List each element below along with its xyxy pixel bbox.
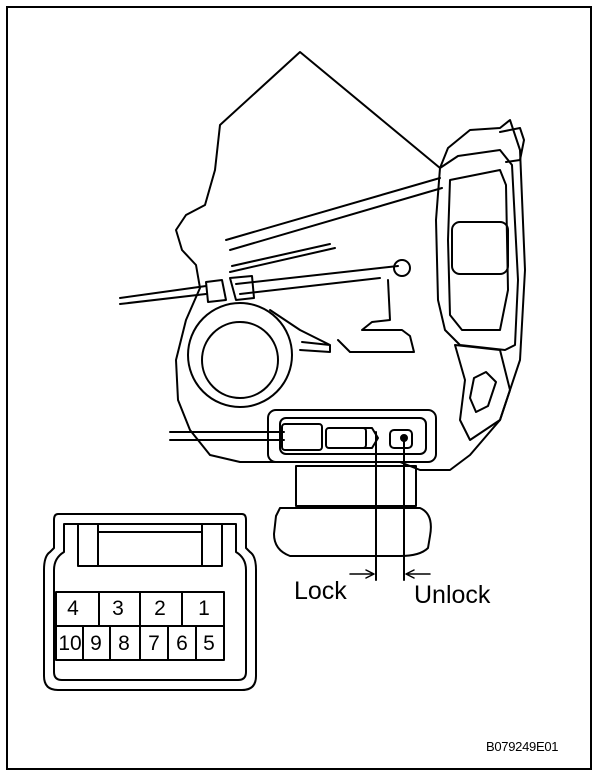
motor-upper [295, 465, 417, 507]
rod-arm [229, 275, 255, 301]
pin-3: 3 [112, 597, 124, 620]
pin-6: 6 [176, 632, 188, 655]
lock-wheel-outer [187, 302, 293, 408]
rod-clip [205, 279, 227, 303]
connector-inner [53, 523, 247, 681]
lock-wheel-inner [201, 321, 279, 399]
pin-9: 9 [90, 632, 102, 655]
switch-housing [267, 409, 437, 463]
latch-bracket [454, 344, 511, 441]
latch-bracket-slot [469, 371, 497, 413]
lock-housing-outline [175, 51, 526, 471]
pin-2: 2 [154, 597, 166, 620]
switch-slider [325, 427, 367, 449]
wheel-arm [269, 309, 331, 353]
lock-label: Lock [294, 577, 347, 605]
switch-cable [169, 431, 285, 441]
slant-rod [229, 243, 336, 273]
pin-4: 4 [67, 597, 79, 620]
latch-slot [451, 221, 509, 275]
lock-arrow [349, 569, 375, 579]
lever [337, 279, 415, 353]
motor-base [273, 507, 432, 557]
latch-plate [435, 149, 519, 351]
latch-plate-inner [447, 169, 509, 331]
pin-5: 5 [203, 632, 215, 655]
upper-rod [119, 285, 207, 305]
switch-contact [357, 427, 379, 449]
latch-tab [499, 127, 525, 163]
figure-code: B079249E01 [486, 739, 559, 754]
rod-end-ball [393, 259, 411, 277]
connector-latch [97, 531, 203, 567]
switch-stop [389, 429, 413, 449]
unlock-label: Unlock [414, 581, 491, 609]
long-rod [235, 265, 399, 295]
pin-10: 10 [58, 632, 82, 655]
unlock-arrow [405, 569, 431, 579]
pin-7: 7 [148, 632, 160, 655]
connector-outline [43, 513, 257, 691]
switch-connector [281, 423, 323, 451]
pin-8: 8 [118, 632, 130, 655]
diagonal-frame [225, 177, 443, 251]
pin-1: 1 [198, 597, 210, 620]
switch-housing-inner [279, 417, 427, 455]
